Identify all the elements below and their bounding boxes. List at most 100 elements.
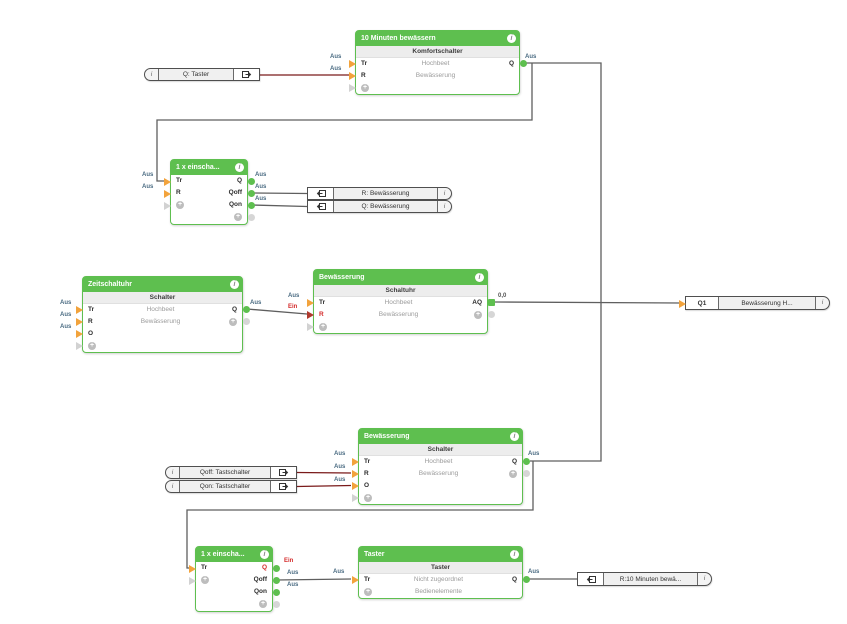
block-subtitle: Schalter: [83, 292, 242, 304]
output-pill-q-bewaesserung[interactable]: Q: Bewässerung i: [307, 200, 452, 213]
input-label-tr: Tr: [201, 564, 208, 571]
input-connector-tr[interactable]: [189, 565, 196, 573]
wire-qonpill-to-o[interactable]: [296, 484, 352, 488]
add-output-button[interactable]: +: [474, 311, 482, 319]
input-connector-r[interactable]: [307, 311, 314, 319]
input-connector-r[interactable]: [76, 318, 83, 326]
input-connector-r[interactable]: [349, 72, 356, 80]
add-output-button[interactable]: +: [229, 318, 237, 326]
input-connector-tr[interactable]: [307, 299, 314, 307]
block-row: Qon: [196, 586, 272, 598]
add-input-button[interactable]: +: [88, 342, 96, 350]
info-icon[interactable]: i: [475, 273, 484, 282]
output-pill-r-10min[interactable]: R:10 Minuten bewä... i: [577, 572, 712, 586]
output-connector-spare[interactable]: [243, 318, 250, 325]
wire-qon-to-qbew[interactable]: [250, 204, 308, 208]
pill-info-icon[interactable]: i: [166, 467, 180, 478]
info-icon[interactable]: i: [235, 163, 244, 172]
output-connector-q[interactable]: [523, 458, 530, 465]
output-label-qoff: Qoff: [253, 576, 267, 583]
input-connector-r[interactable]: [164, 190, 171, 198]
add-input-button[interactable]: +: [361, 84, 369, 92]
info-icon[interactable]: i: [510, 550, 519, 559]
pill-info-icon[interactable]: i: [145, 69, 159, 80]
pill-input-connector[interactable]: [679, 300, 686, 308]
output-connector-spare[interactable]: [273, 601, 280, 608]
output-connector-spare[interactable]: [248, 214, 255, 221]
add-input-button[interactable]: +: [364, 494, 372, 502]
output-pill-r-bewaesserung[interactable]: R: Bewässerung i: [307, 187, 452, 200]
add-output-button[interactable]: +: [259, 600, 267, 608]
output-connector-q[interactable]: [520, 60, 527, 67]
input-connector-tr[interactable]: [352, 576, 359, 584]
input-connector-tr[interactable]: [164, 178, 171, 186]
pill-info-icon[interactable]: i: [166, 481, 180, 492]
wire-qoff-to-taster[interactable]: [275, 578, 352, 581]
output-connector-spare[interactable]: [488, 311, 495, 318]
input-connector-r[interactable]: [352, 470, 359, 478]
input-pill-qoff-tastschalter[interactable]: i Qoff: Tastschalter: [165, 466, 297, 479]
info-icon[interactable]: i: [260, 550, 269, 559]
input-connector-spare[interactable]: [349, 84, 356, 92]
input-connector-o[interactable]: [76, 330, 83, 338]
signal-label-aus: Aus: [255, 184, 267, 190]
input-connector-spare[interactable]: [164, 202, 171, 210]
output-connector-q[interactable]: [248, 178, 255, 185]
output-connector-qoff[interactable]: [273, 577, 280, 584]
output-connector-qoff[interactable]: [248, 190, 255, 197]
input-connector-spare[interactable]: [307, 323, 314, 331]
wire-qoff-to-rbew[interactable]: [250, 192, 308, 195]
input-connector-tr[interactable]: [352, 458, 359, 466]
input-pill-qon-tastschalter[interactable]: i Qon: Tastschalter: [165, 480, 297, 493]
pill-text: Q: Taster: [159, 69, 233, 80]
wire-aq-to-q1[interactable]: [494, 301, 680, 304]
room-label: Hochbeet: [424, 458, 453, 465]
add-input-button[interactable]: +: [319, 323, 327, 331]
wire-bew-q-to-einschalt-bottom[interactable]: [186, 461, 534, 569]
export-icon: [270, 481, 296, 492]
output-label-qoff: Qoff: [228, 189, 242, 196]
output-connector-q[interactable]: [273, 565, 280, 572]
output-pill-q1[interactable]: Q1 Bewässerung H... i: [679, 296, 830, 310]
add-input-button[interactable]: +: [364, 588, 372, 596]
input-connector-o[interactable]: [352, 482, 359, 490]
input-connector-tr[interactable]: [349, 60, 356, 68]
output-connector-q[interactable]: [243, 306, 250, 313]
output-connector-qon[interactable]: [248, 202, 255, 209]
output-connector-spare[interactable]: [523, 470, 530, 477]
wire-qoffpill-to-r[interactable]: [296, 471, 352, 474]
add-output-button[interactable]: +: [234, 213, 242, 221]
wire-komfort-q-main[interactable]: [526, 62, 602, 462]
input-connector-tr[interactable]: [76, 306, 83, 314]
input-pill-q-taster[interactable]: i Q: Taster: [144, 68, 260, 81]
output-connector-q[interactable]: [523, 576, 530, 583]
pill-info-icon[interactable]: i: [437, 201, 451, 212]
block-row: O: [359, 480, 522, 492]
wire-zeit-q-to-r[interactable]: [246, 308, 308, 315]
add-input-button[interactable]: +: [176, 201, 184, 209]
output-connector-aq[interactable]: [488, 299, 495, 306]
info-icon[interactable]: i: [230, 280, 239, 289]
info-icon[interactable]: i: [507, 34, 516, 43]
input-connector-spare[interactable]: [76, 342, 83, 350]
pill-info-icon[interactable]: i: [437, 188, 451, 199]
input-connector-spare[interactable]: [189, 577, 196, 585]
input-connector-spare[interactable]: [352, 494, 359, 502]
add-input-button[interactable]: +: [201, 576, 209, 584]
output-connector-qon[interactable]: [273, 589, 280, 596]
pill-info-icon[interactable]: i: [697, 573, 711, 585]
info-icon[interactable]: i: [510, 432, 519, 441]
wire-komfort-q-to-einschalt[interactable]: [156, 63, 533, 182]
pill-info-icon[interactable]: i: [815, 297, 829, 309]
add-output-button[interactable]: +: [509, 470, 517, 478]
